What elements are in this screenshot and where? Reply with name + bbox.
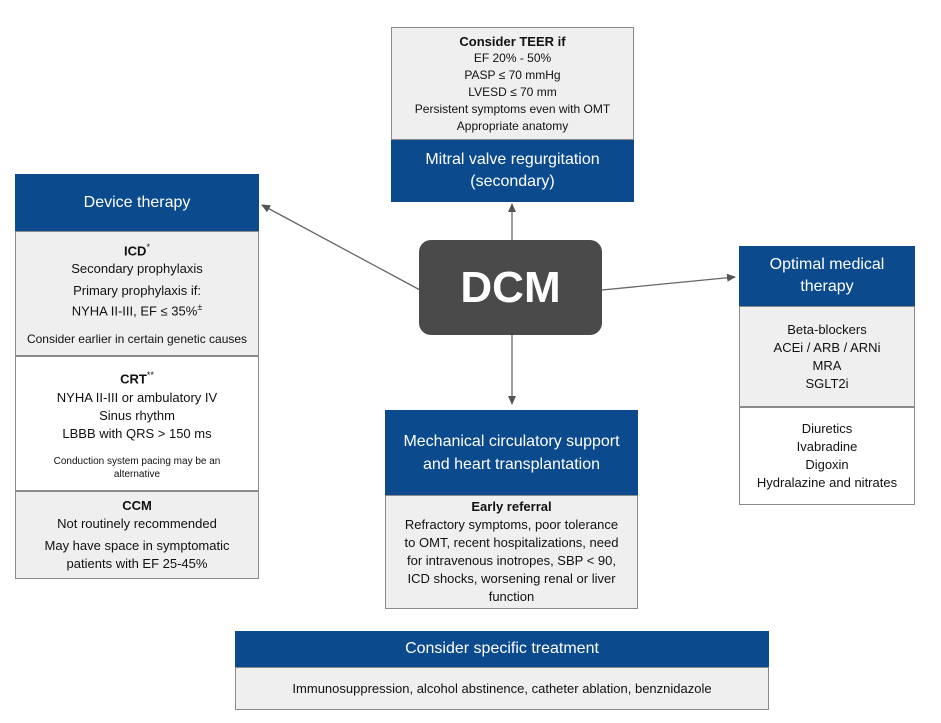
crt-title: CRT xyxy=(120,371,147,387)
omt-drug: MRA xyxy=(812,357,842,373)
omt-drug: Hydralazine and nitrates xyxy=(756,475,898,490)
arrow-to-device xyxy=(261,204,421,291)
icd-line: Primary prophylaxis if: xyxy=(73,282,201,298)
mcs-header: Mechanical circulatory support and heart… xyxy=(385,410,638,495)
ccm-box: CCM Not routinely recommended May have s… xyxy=(15,491,259,579)
device-header: Device therapy xyxy=(15,174,259,231)
mcs-line: Refractory symptoms, poor tolerance xyxy=(404,517,619,532)
mcs-header-line1: Mechanical circulatory support xyxy=(403,432,620,450)
mcs-header-line2: and heart transplantation xyxy=(422,455,600,473)
omt-drug: Diuretics xyxy=(801,421,853,436)
teer-criterion: LVESD ≤ 70 mm xyxy=(468,84,557,99)
mcs-body: Early referral Refractory symptoms, poor… xyxy=(385,495,638,609)
dcm-center-box: DCM xyxy=(419,240,602,335)
omt-secondary-box: Diuretics Ivabradine Digoxin Hydralazine… xyxy=(739,407,915,505)
omt-drug: ACEi / ARB / ARNi xyxy=(773,339,881,355)
crt-line: LBBB with QRS > 150 ms xyxy=(62,425,212,441)
teer-title: Consider TEER if xyxy=(459,33,566,49)
icd-line: Secondary prophylaxis xyxy=(71,260,203,276)
crt-line: Sinus rhythm xyxy=(99,407,175,423)
mitral-header-line1: Mitral valve regurgitation xyxy=(425,151,600,168)
dcm-label: DCM xyxy=(460,262,561,312)
crt-title-line: CRT** xyxy=(120,366,154,388)
teer-criterion: Appropriate anatomy xyxy=(456,118,569,133)
omt-drug: Digoxin xyxy=(805,457,849,472)
teer-criterion: EF 20% - 50% xyxy=(473,50,552,65)
icd-title-sup: * xyxy=(146,242,150,253)
icd-note: Consider earlier in certain genetic caus… xyxy=(26,331,248,346)
omt-header-line1: Optimal medical xyxy=(769,256,885,273)
device-header-label: Device therapy xyxy=(83,193,191,211)
mitral-header-line2: (secondary) xyxy=(470,173,555,190)
icd-box: ICD* Secondary prophylaxis Primary proph… xyxy=(15,231,259,356)
crt-note: Conduction system pacing may be an xyxy=(53,455,221,467)
omt-primary-box: Beta-blockers ACEi / ARB / ARNi MRA SGLT… xyxy=(739,306,915,407)
mcs-line: for intravenous inotropes, SBP < 90, xyxy=(407,553,616,568)
teer-criterion: PASP ≤ 70 mmHg xyxy=(464,67,561,82)
mitral-header: Mitral valve regurgitation (secondary) xyxy=(391,140,634,202)
specific-header-label: Consider specific treatment xyxy=(405,640,599,657)
ccm-line: Not routinely recommended xyxy=(57,516,217,531)
teer-criterion: Persistent symptoms even with OMT xyxy=(414,101,611,116)
omt-header: Optimal medical therapy xyxy=(739,246,915,306)
omt-drug: Ivabradine xyxy=(796,439,858,454)
ccm-line: patients with EF 25-45% xyxy=(66,556,208,571)
ccm-line: May have space in symptomatic xyxy=(44,538,230,553)
teer-criteria-box: Consider TEER if EF 20% - 50% PASP ≤ 70 … xyxy=(391,27,634,140)
crt-line: NYHA II-III or ambulatory IV xyxy=(56,389,218,405)
icd-line-with-sup: NYHA II-III, EF ≤ 35%± xyxy=(72,299,203,319)
ccm-title: CCM xyxy=(122,498,152,513)
mcs-line: ICD shocks, worsening renal or liver xyxy=(407,571,616,586)
mcs-line: function xyxy=(488,589,535,604)
icd-line: NYHA II-III, EF ≤ 35% xyxy=(71,302,198,318)
omt-drug: SGLT2i xyxy=(805,375,849,391)
crt-box: CRT** NYHA II-III or ambulatory IV Sinus… xyxy=(15,356,259,491)
specific-header: Consider specific treatment xyxy=(235,631,769,667)
icd-title-line: ICD* xyxy=(124,239,150,259)
icd-line-sup: ± xyxy=(197,301,203,312)
icd-title: ICD xyxy=(124,243,147,259)
omt-drug: Beta-blockers xyxy=(787,321,867,337)
mcs-line: to OMT, recent hospitalizations, need xyxy=(404,535,619,550)
omt-header-line2: therapy xyxy=(800,278,854,295)
crt-note: alternative xyxy=(113,468,161,480)
specific-body-text: Immunosuppression, alcohol abstinence, c… xyxy=(292,681,712,696)
crt-title-sup: ** xyxy=(146,370,154,381)
specific-body: Immunosuppression, alcohol abstinence, c… xyxy=(235,667,769,710)
arrow-to-omt xyxy=(601,273,736,291)
mcs-title: Early referral xyxy=(471,499,552,514)
